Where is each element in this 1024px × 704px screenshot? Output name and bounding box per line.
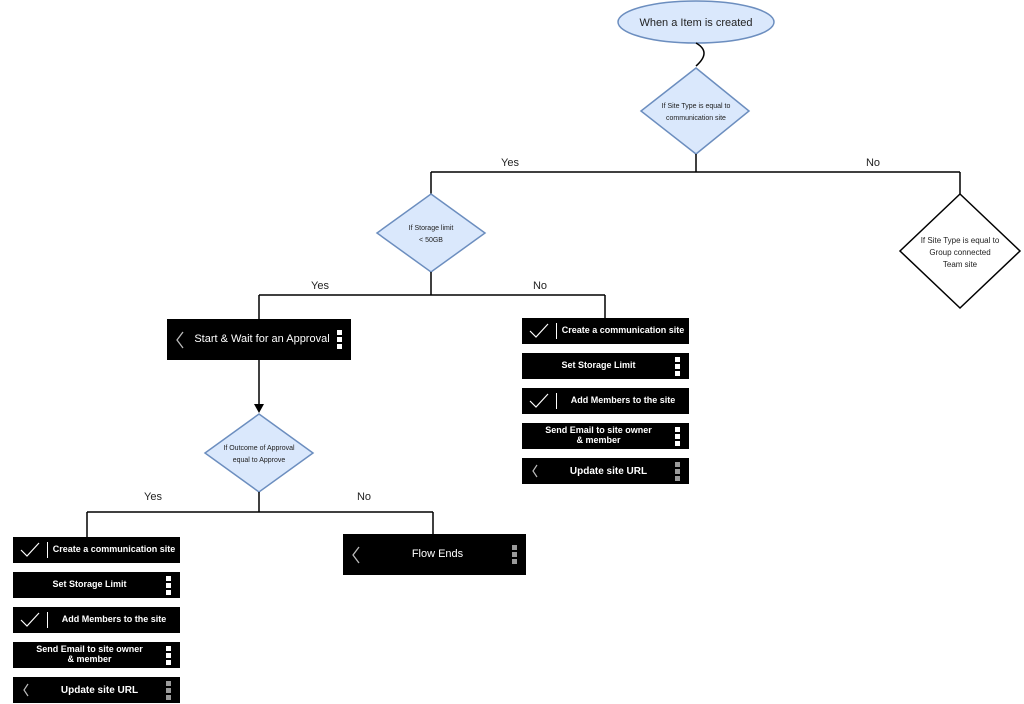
decision-outcome-approval[interactable]	[203, 413, 315, 493]
separator	[47, 542, 48, 558]
check-icon	[19, 539, 41, 561]
check-icon	[528, 390, 550, 412]
arrowhead	[254, 404, 264, 413]
more-options-icon[interactable]	[512, 545, 518, 564]
right-send-email-line2: & member	[576, 435, 621, 445]
left-create-site-action[interactable]: Create a communication site	[13, 537, 180, 563]
separator	[556, 323, 557, 339]
separator	[556, 393, 557, 409]
left-add-members-label: Add Members to the site	[61, 614, 167, 625]
left-update-url-label: Update site URL	[60, 684, 139, 696]
chevron-left-icon	[19, 681, 33, 699]
right-add-members-label: Add Members to the site	[570, 395, 676, 406]
start-node-label: When a Item is created	[639, 17, 752, 29]
edge-label-no-1: No	[866, 157, 880, 169]
left-send-email-line2: & member	[67, 654, 112, 664]
approval-action[interactable]: Start & Wait for an Approval	[167, 319, 351, 360]
left-send-email-line1: Send Email to site owner	[36, 644, 143, 655]
decision-site-type-line1: If Site Type is equal to	[662, 103, 731, 110]
decision-outcome-line1: If Outcome of Approval	[223, 445, 295, 452]
decision-site-type-line2: communication site	[666, 115, 726, 122]
chevron-left-icon	[349, 546, 363, 564]
decision-outcome-line2: equal to Approve	[233, 457, 286, 464]
more-options-icon[interactable]	[675, 356, 681, 376]
check-icon	[19, 609, 41, 631]
left-send-email-label: Send Email to site owner & member	[13, 644, 166, 665]
right-add-members-action[interactable]: Add Members to the site	[522, 388, 689, 414]
more-options-icon[interactable]	[166, 680, 172, 700]
decision-group-line2: Group connected	[929, 248, 990, 257]
right-create-site-label: Create a communication site	[561, 325, 685, 336]
edge-label-yes-2: Yes	[311, 280, 329, 292]
right-send-email-line1: Send Email to site owner	[545, 425, 652, 436]
right-send-email-action[interactable]: Send Email to site owner & member	[522, 423, 689, 449]
right-set-storage-label: Set Storage Limit	[561, 360, 636, 371]
right-update-url-label: Update site URL	[569, 465, 648, 477]
more-options-icon[interactable]	[166, 575, 172, 595]
flow-ends-action[interactable]: Flow Ends	[343, 534, 526, 575]
edge-label-yes-3: Yes	[144, 491, 162, 503]
check-icon	[528, 320, 550, 342]
decision-group-line1: If Site Type is equal to	[921, 236, 1000, 245]
right-set-storage-action[interactable]: Set Storage Limit	[522, 353, 689, 379]
decision-group-connected[interactable]	[898, 192, 1022, 310]
edge-label-yes-1: Yes	[501, 157, 519, 169]
decision-group-line3: Team site	[943, 260, 978, 269]
left-add-members-action[interactable]: Add Members to the site	[13, 607, 180, 633]
flow-ends-label: Flow Ends	[411, 548, 464, 561]
left-create-site-label: Create a communication site	[52, 544, 176, 555]
right-update-url-action[interactable]: Update site URL	[522, 458, 689, 484]
more-options-icon[interactable]	[675, 461, 681, 481]
decision-storage-line1: If Storage limit	[409, 225, 454, 232]
left-update-url-action[interactable]: Update site URL	[13, 677, 180, 703]
approval-action-label: Start & Wait for an Approval	[194, 333, 330, 346]
separator	[47, 612, 48, 628]
more-options-icon[interactable]	[675, 426, 681, 446]
more-options-icon[interactable]	[337, 330, 343, 349]
edge-label-no-3: No	[357, 491, 371, 503]
right-send-email-label: Send Email to site owner & member	[522, 425, 675, 446]
decision-storage-line2: < 50GB	[419, 237, 443, 244]
chevron-left-icon	[528, 462, 542, 480]
decision-storage-limit[interactable]	[375, 193, 487, 273]
left-set-storage-action[interactable]: Set Storage Limit	[13, 572, 180, 598]
edge-label-no-2: No	[533, 280, 547, 292]
edge-start-to-decision	[695, 42, 705, 67]
chevron-left-icon	[173, 331, 187, 349]
right-create-site-action[interactable]: Create a communication site	[522, 318, 689, 344]
more-options-icon[interactable]	[166, 645, 172, 665]
left-set-storage-label: Set Storage Limit	[52, 579, 127, 590]
decision-site-type[interactable]	[639, 67, 751, 155]
left-send-email-action[interactable]: Send Email to site owner & member	[13, 642, 180, 668]
